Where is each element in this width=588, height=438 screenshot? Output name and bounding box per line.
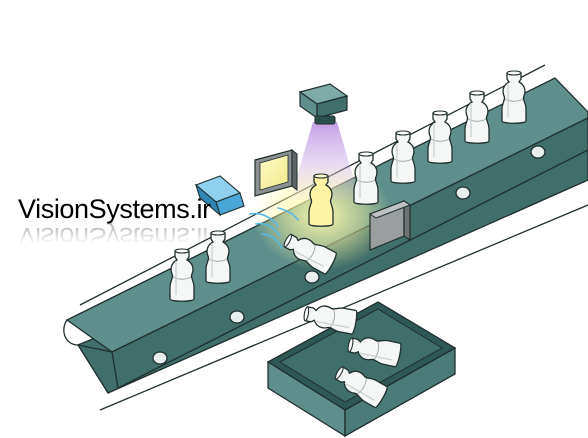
- bottle: [501, 70, 527, 124]
- roller-hole: [229, 310, 245, 324]
- floor-line-front: [99, 204, 588, 411]
- bottle-being-inspected: [308, 173, 334, 227]
- camera-icon: [298, 83, 349, 125]
- watermark-reflection: VisionSystems.ir: [18, 222, 211, 252]
- reject-pusher: [368, 199, 412, 251]
- light-panel: [254, 148, 298, 197]
- reject-bin: [266, 301, 457, 438]
- roller-hole: [304, 270, 320, 284]
- roller-hole: [455, 186, 471, 200]
- bottle: [390, 130, 416, 184]
- roller-hole: [152, 351, 168, 365]
- watermark-reflection-text: VisionSystems.ir: [18, 222, 211, 252]
- roller-holes: [152, 145, 546, 365]
- roller-hole: [530, 145, 546, 159]
- watermark-text: VisionSystems.ir: [18, 194, 211, 224]
- camera-beam: [290, 122, 360, 200]
- sensor-icon: [194, 175, 245, 217]
- bottle: [353, 151, 379, 205]
- belt-curl: [63, 319, 113, 353]
- bottle: [464, 90, 490, 144]
- sensor-rays: [249, 207, 299, 249]
- bottle: [427, 110, 453, 164]
- bottles-on-belt: [169, 70, 527, 302]
